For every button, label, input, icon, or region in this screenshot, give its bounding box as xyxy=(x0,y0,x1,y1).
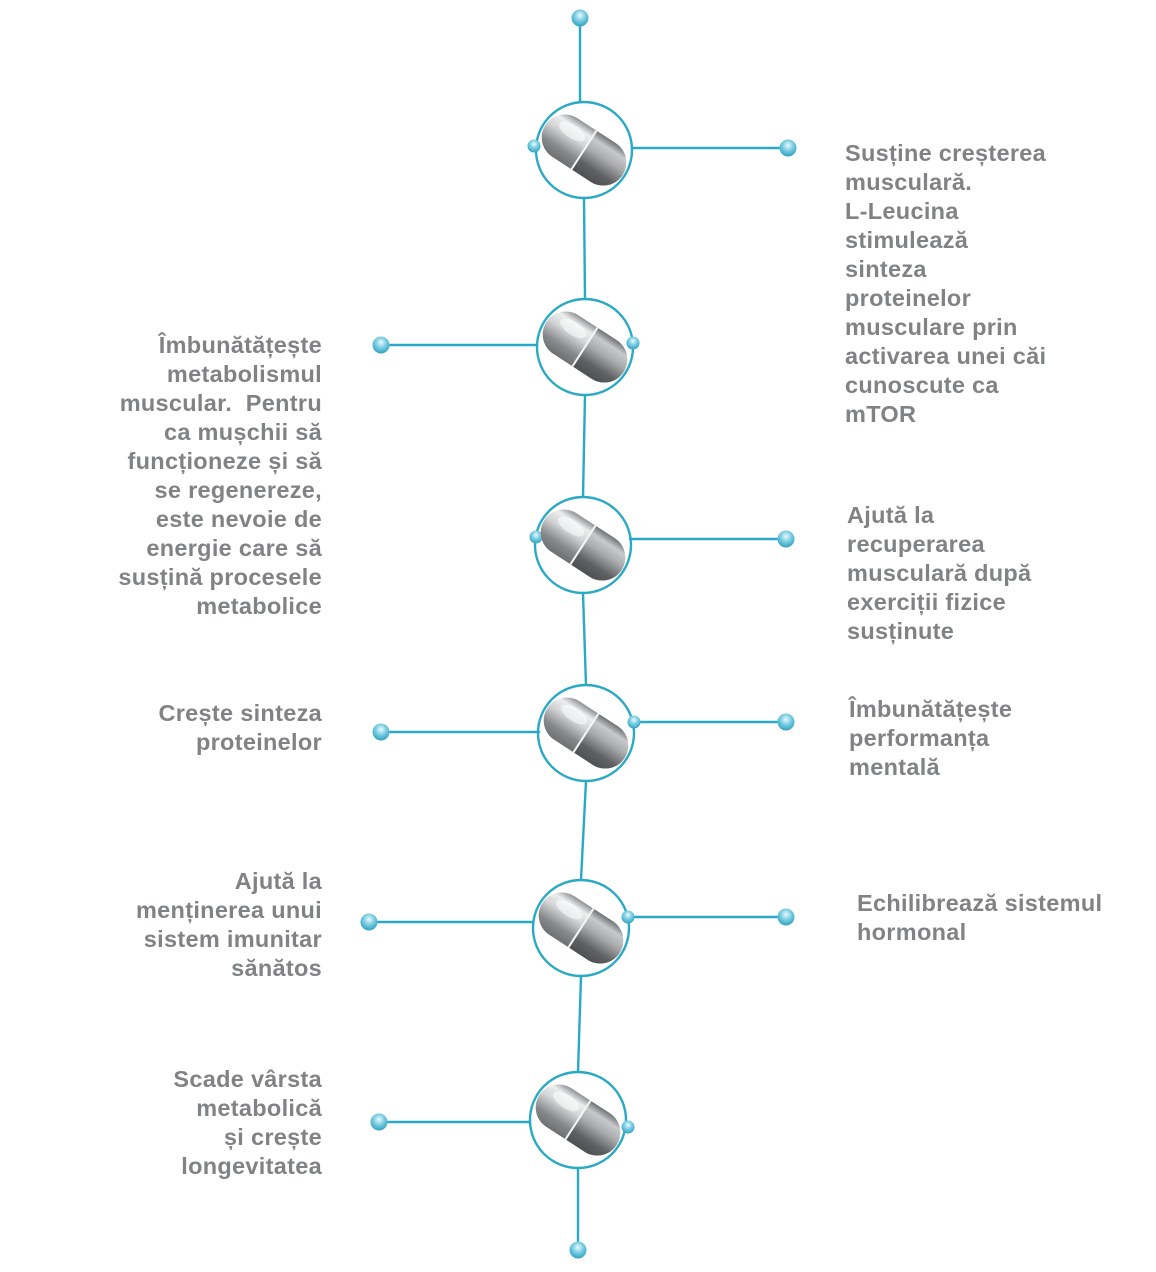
benefit-text-protein-synthesis: Crește sinteza proteinelor xyxy=(158,700,322,755)
junction-dot xyxy=(626,336,640,350)
pill-ring xyxy=(528,1070,628,1170)
benefit-text-muscle-recovery: Ajută la recuperarea musculară după exer… xyxy=(847,502,1032,644)
junction-dot xyxy=(627,715,641,729)
endpoint-dot xyxy=(779,139,797,157)
junction-dot xyxy=(621,910,635,924)
benefit-text-muscle-metabolism: Îmbunătățește metabolismul muscular. Pen… xyxy=(118,332,322,619)
endpoint-dot xyxy=(372,336,390,354)
endpoint-dot xyxy=(571,9,589,27)
timeline-segment xyxy=(582,196,587,301)
endpoint-dot xyxy=(360,913,378,931)
endpoint-dot xyxy=(777,713,795,731)
endpoint-dot xyxy=(370,1113,388,1131)
timeline-segment xyxy=(576,974,583,1074)
timeline-segment xyxy=(581,393,587,499)
benefit-text-muscle-growth: Susține creșterea musculară. L-Leucina s… xyxy=(845,140,1047,427)
endpoint-dot xyxy=(569,1241,587,1259)
benefit-text-mental-performance: Îmbunătățește performanța mentală xyxy=(849,696,1013,780)
timeline-segment xyxy=(581,591,588,687)
junction-dot xyxy=(621,1120,635,1134)
benefit-text-metabolic-age: Scade vârsta metabolică și crește longev… xyxy=(173,1066,322,1179)
benefit-text-immune-system: Ajută la menținerea unui sistem imunitar… xyxy=(135,868,322,981)
endpoint-dot xyxy=(777,530,795,548)
endpoint-dot xyxy=(372,723,390,741)
endpoint-dot xyxy=(777,908,795,926)
junction-dot xyxy=(529,530,543,544)
junction-dot xyxy=(527,139,541,153)
timeline-segment xyxy=(579,779,588,882)
pill-ring xyxy=(531,878,631,978)
pill-ring xyxy=(533,495,633,595)
benefit-text-hormonal-balance: Echilibrează sistemul hormonal xyxy=(857,890,1103,945)
